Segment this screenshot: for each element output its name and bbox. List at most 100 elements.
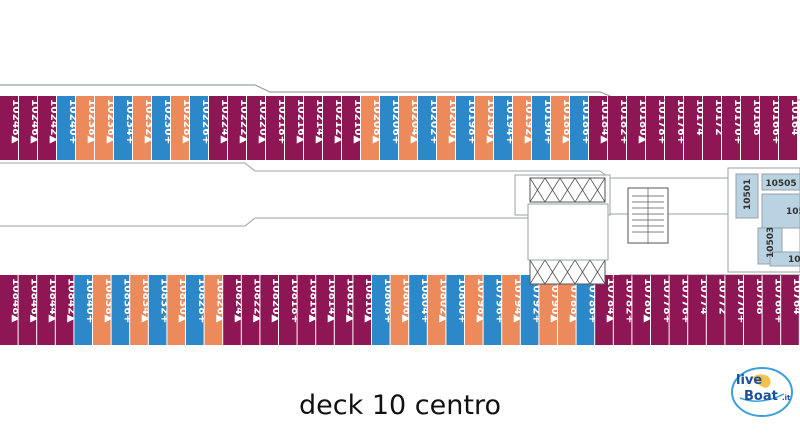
bottom-cabin-10776	[669, 275, 688, 345]
bottom-cabin-10824	[223, 275, 241, 345]
bottom-cabin-10834	[130, 275, 148, 345]
bottom-cabin-10802	[427, 275, 446, 345]
bottom-cabin-10814	[316, 275, 334, 345]
bottom-cabin-10774	[688, 275, 706, 345]
top-cabin-10188	[551, 96, 569, 160]
bottom-cabin-10772	[706, 275, 725, 345]
bottom-cabin-10780	[632, 275, 650, 345]
bottom-cabin-10838	[93, 275, 111, 345]
top-cabin-10220	[247, 96, 265, 160]
service-room-1055: 1055	[788, 255, 800, 265]
corridor	[0, 162, 800, 227]
bottom-cabin-10846	[18, 275, 37, 345]
top-cabin-10190	[532, 96, 550, 160]
bottom-cabin-10770	[725, 275, 743, 345]
bottom-cabin-10764	[781, 275, 799, 345]
bottom-cabin-10790	[539, 275, 557, 345]
top-cabin-10228	[171, 96, 189, 160]
service-room-10503: 10503	[766, 227, 776, 258]
top-cabin-10186	[570, 96, 588, 160]
top-cabin-10168	[741, 96, 759, 160]
top-cabin-10176	[665, 96, 683, 160]
service-area: 10505 10501 1050 10503 1055	[727, 167, 800, 273]
top-cabin-10218	[266, 96, 284, 160]
deck-plan: 10248▲10246▲10242▲10240+10238▲10236▲1023…	[0, 84, 800, 345]
top-cabin-10170	[722, 96, 740, 160]
top-cabin-10192	[513, 96, 531, 160]
top-cabin-10166	[760, 96, 778, 160]
top-cabin-10232	[133, 96, 151, 160]
top-cabin-10200	[437, 96, 455, 160]
top-cabin-row: 10248▲10246▲10242▲10240+10238▲10236▲1023…	[0, 96, 800, 160]
top-cabin-10196	[475, 96, 493, 160]
top-cabin-label-10164: 10164	[789, 99, 800, 136]
top-cabin-10194	[494, 96, 512, 160]
bottom-cabin-10800	[446, 275, 464, 345]
bottom-cabin-10848	[0, 275, 18, 345]
bottom-cabin-10816	[297, 275, 316, 345]
top-cabin-10208	[361, 96, 379, 160]
top-cabin-10174	[684, 96, 702, 160]
stairs	[627, 187, 669, 244]
bottom-cabin-10842	[55, 275, 74, 345]
bottom-cabin-10792	[520, 275, 539, 345]
bottom-cabin-row: 10848▲10846▲10844▲10842▲10840+10838▲1083…	[0, 275, 800, 345]
liveboat-logo: live Boat .it	[731, 367, 793, 417]
deck-caption: deck 10 centro	[299, 390, 501, 421]
bottom-cabin-label-10764: 10764	[791, 278, 800, 315]
top-cabin-10214	[304, 96, 322, 160]
top-cabin-10202	[418, 96, 436, 160]
bottom-cabin-10784	[595, 275, 613, 345]
top-cabin-10226	[190, 96, 208, 160]
globe-icon	[731, 367, 793, 417]
service-room-1050: 1050	[786, 207, 800, 217]
bottom-cabin-label-10848: 10848▲	[10, 278, 22, 324]
bottom-cabin-10812	[334, 275, 353, 345]
top-cabin-10178	[646, 96, 664, 160]
top-cabin-10236	[95, 96, 113, 160]
bottom-cabin-10828	[186, 275, 204, 345]
bottom-cabin-10788	[558, 275, 576, 345]
bottom-cabin-10830	[167, 275, 185, 345]
bottom-cabin-10806	[390, 275, 409, 345]
bottom-cabin-label-10836: 10836+	[121, 278, 133, 323]
logo-suffix: .it	[782, 394, 791, 402]
bottom-cabin-10818	[279, 275, 297, 345]
top-cabin-10206	[380, 96, 398, 160]
bottom-cabin-10786	[576, 275, 595, 345]
bottom-cabin-10808	[372, 275, 390, 345]
bottom-cabin-10766	[762, 275, 781, 345]
logo-word-live: live	[736, 373, 762, 388]
top-cabin-10164	[779, 96, 797, 160]
bottom-cabin-10836	[111, 275, 130, 345]
top-cabin-10222	[228, 96, 246, 160]
bottom-cabin-10804	[409, 275, 427, 345]
top-cabin-10248	[0, 96, 18, 160]
top-cabin-10234	[114, 96, 132, 160]
top-cabin-10224	[209, 96, 227, 160]
bottom-cabin-10832	[148, 275, 167, 345]
top-cabin-10198	[456, 96, 474, 160]
top-cabin-10182	[608, 96, 626, 160]
bottom-cabin-10782	[613, 275, 632, 345]
top-cabin-10204	[399, 96, 417, 160]
top-cabin-10230	[152, 96, 170, 160]
bottom-cabin-10798	[465, 275, 483, 345]
top-cabin-10210	[342, 96, 360, 160]
service-room-10501: 10501	[743, 179, 753, 210]
bottom-cabin-10796	[483, 275, 502, 345]
bottom-cabin-10826	[204, 275, 223, 345]
service-room-10505: 10505	[765, 179, 796, 189]
bottom-cabin-10768	[744, 275, 762, 345]
top-cabin-10172	[703, 96, 721, 160]
bottom-cabin-10778	[651, 275, 669, 345]
bottom-cabin-10822	[241, 275, 260, 345]
bottom-cabin-10794	[502, 275, 520, 345]
top-cabin-10212	[323, 96, 341, 160]
bottom-cabin-10844	[37, 275, 55, 345]
top-cabin-10238	[76, 96, 94, 160]
bottom-cabin-10820	[260, 275, 278, 345]
top-cabin-10216	[285, 96, 303, 160]
elevator-core	[514, 174, 611, 285]
bottom-cabin-10840	[74, 275, 92, 345]
